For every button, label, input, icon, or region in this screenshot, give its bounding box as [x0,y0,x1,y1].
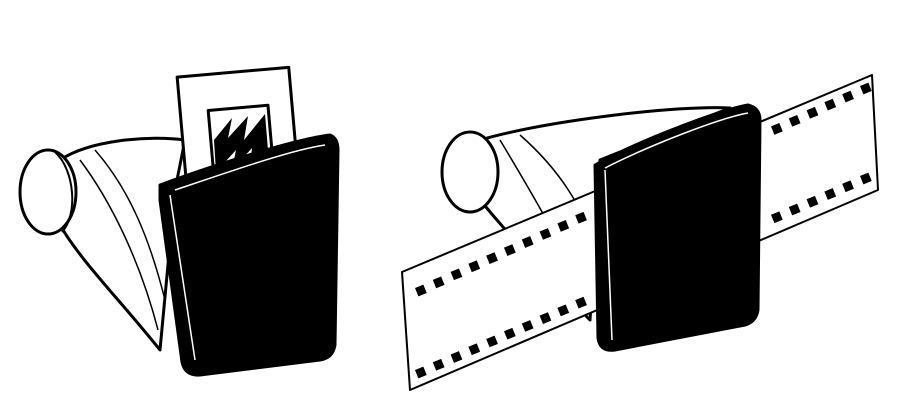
film-perforation [486,252,498,265]
film-perforation [521,320,534,332]
film-perforation [806,106,819,119]
film-perforation [557,304,570,317]
film-perforation [468,343,481,356]
film-perforation [414,366,427,379]
film-perforation [575,296,587,309]
film-perforation [770,123,783,135]
slide-viewer-left [18,65,340,377]
funnel-shading [79,149,166,331]
film-perforation [450,351,463,363]
film-perforation [432,358,445,371]
film-perforation [539,312,552,325]
film-perforation [503,244,516,256]
film-perforation [486,335,498,348]
film-perforation [521,236,534,248]
film-perforation [450,268,463,281]
film-perforation [414,284,427,297]
viewer-screen-box [593,103,762,352]
viewer-funnel [58,136,187,352]
viewer-screen-box [158,133,340,377]
eyepiece [440,130,500,214]
film-perforation [824,98,837,111]
film-perforation [468,260,481,273]
film-perforation [788,203,801,216]
film-perforation [771,211,783,224]
film-perforation [860,172,872,185]
film-perforation [842,180,854,193]
screen-highlight [604,112,749,341]
film-perforation [788,114,801,127]
film-perforation [503,327,516,340]
eyepiece-ring [54,151,74,233]
screen-highlight [169,144,326,361]
film-perforations [414,82,872,379]
film-perforation [539,228,552,240]
film-perforation [806,195,819,208]
film-perforation [557,219,570,232]
film-perforation [432,276,445,289]
eyepiece [18,148,78,236]
film-perforation [824,188,837,200]
slide-viewer-right [401,74,879,391]
film-perforation [575,211,587,224]
film-perforation [860,82,872,95]
film-perforation [842,90,854,103]
